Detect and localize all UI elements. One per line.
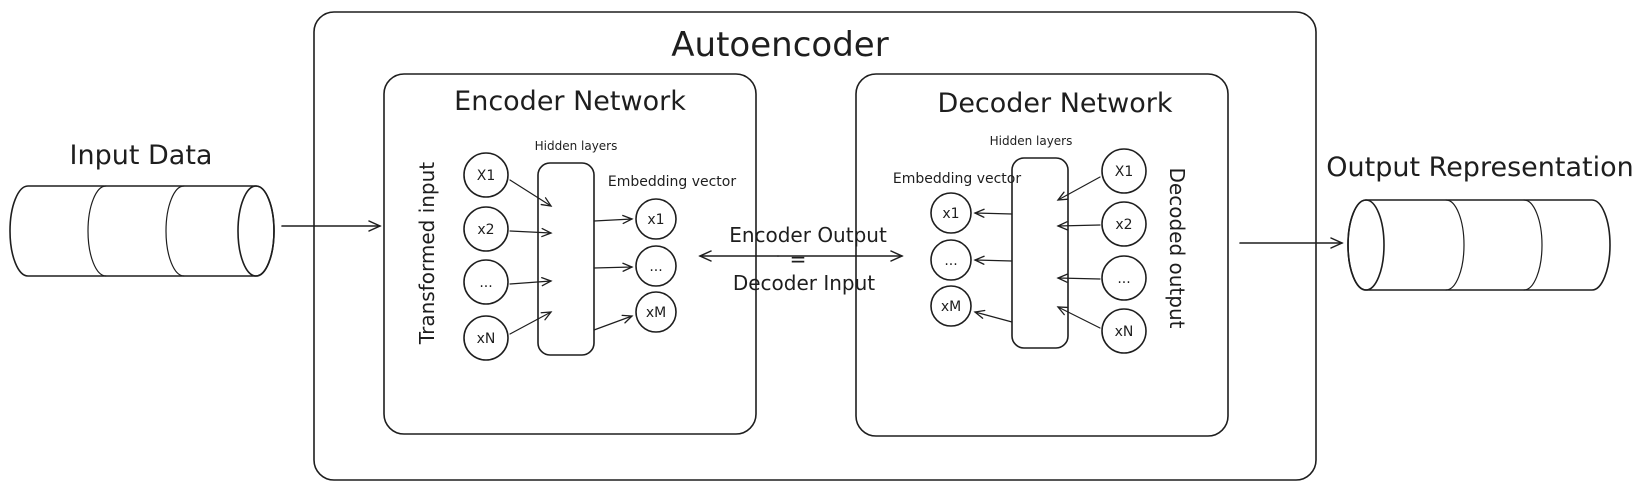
decoder-output-node-label: x2 bbox=[1115, 217, 1132, 233]
encoder-embedding-node: xM bbox=[635, 291, 677, 333]
decoder-embedding-label: Embedding vector bbox=[893, 171, 1022, 187]
decoder-output-node: X1 bbox=[1101, 148, 1147, 194]
decoder-output-arrow bbox=[1056, 273, 1101, 283]
encoder-embedding-arrow bbox=[593, 214, 634, 225]
encoder-input-node: ... bbox=[463, 259, 509, 305]
decoder-output-node-label: ... bbox=[1117, 271, 1130, 287]
decoder-side-label: Decoded output bbox=[1165, 168, 1189, 329]
bridge-line-1: Encoder Output bbox=[729, 223, 887, 247]
encoder-network: Encoder Network Transformed input Hidden… bbox=[383, 73, 757, 435]
encoder-title: Encoder Network bbox=[454, 86, 686, 117]
decoder-embedding-arrow bbox=[973, 255, 1013, 265]
decoder-network: Decoder Network Decoded output Hidden la… bbox=[855, 73, 1229, 437]
decoder-hidden-layer-box bbox=[1011, 157, 1069, 349]
autoencoder-title: Autoencoder bbox=[671, 25, 888, 65]
decoder-panel bbox=[855, 73, 1229, 437]
encoder-input-node-label: ... bbox=[479, 275, 492, 291]
output-cylinder-face bbox=[1347, 199, 1385, 291]
input-cylinder-seam-2 bbox=[165, 185, 185, 277]
output-cylinder-body bbox=[1347, 199, 1611, 291]
decoder-embedding-node-label: x1 bbox=[942, 206, 959, 222]
encoder-input-node-label: xN bbox=[477, 331, 496, 347]
output-cylinder-seam-1 bbox=[1445, 199, 1465, 291]
encoder-input-node-label: x2 bbox=[477, 222, 494, 238]
encoder-input-arrow bbox=[509, 179, 553, 207]
input-cylinder-seam-1 bbox=[87, 185, 107, 277]
encoder-embedding-node-label: ... bbox=[649, 259, 662, 275]
decoder-hidden-label: Hidden layers bbox=[990, 134, 1073, 148]
encoder-embedding-arrow bbox=[593, 314, 634, 331]
bridge-connector: Encoder Output = Decoder Input bbox=[698, 223, 904, 295]
encoder-side-label: Transformed input bbox=[415, 162, 439, 345]
encoder-hidden-label: Hidden layers bbox=[535, 139, 618, 153]
encoder-input-node: X1 bbox=[463, 152, 509, 198]
output-representation-label: Output Representation bbox=[1326, 152, 1633, 183]
autoencoder-container: Autoencoder bbox=[313, 11, 1317, 481]
encoder-embedding-node: ... bbox=[635, 245, 677, 287]
decoder-output-arrow bbox=[1056, 221, 1101, 231]
encoder-embedding-node-label: xM bbox=[646, 305, 666, 321]
bridge-line-2: Decoder Input bbox=[733, 271, 875, 295]
encoder-embedding-node: x1 bbox=[635, 198, 677, 240]
decoder-output-node-label: X1 bbox=[1115, 164, 1134, 180]
encoder-embedding-node-label: x1 bbox=[647, 212, 664, 228]
decoder-output-node: x2 bbox=[1101, 201, 1147, 247]
encoder-embedding-label: Embedding vector bbox=[608, 174, 737, 190]
decoder-output-node-label: xN bbox=[1115, 324, 1134, 340]
decoder-embedding-node-label: ... bbox=[944, 253, 957, 269]
decoder-embedding-arrow bbox=[973, 309, 1013, 323]
bridge-equals: = bbox=[790, 247, 807, 271]
decoder-output-node: ... bbox=[1101, 255, 1147, 301]
decoder-output-arrow bbox=[1056, 176, 1101, 201]
input-cylinder-face bbox=[237, 185, 275, 277]
encoder-input-node: xN bbox=[463, 315, 509, 361]
decoder-embedding-node: ... bbox=[930, 239, 972, 281]
encoder-input-node: x2 bbox=[463, 206, 509, 252]
decoder-output-arrow bbox=[1056, 306, 1101, 329]
decoder-embedding-node: xM bbox=[930, 285, 972, 327]
encoder-embedding-arrow bbox=[593, 262, 634, 272]
encoder-panel bbox=[383, 73, 757, 435]
encoder-input-arrow bbox=[509, 277, 553, 287]
decoder-embedding-arrow bbox=[973, 208, 1013, 218]
encoder-hidden-layer-box bbox=[537, 162, 595, 356]
input-cylinder-body bbox=[9, 185, 275, 277]
input-data-cylinder: Input Data bbox=[9, 140, 275, 277]
autoencoder-frame bbox=[313, 11, 1317, 481]
output-representation-cylinder: Output Representation bbox=[1326, 152, 1634, 291]
decoder-embedding-node: x1 bbox=[930, 192, 972, 234]
input-data-label: Input Data bbox=[70, 140, 213, 171]
decoder-embedding-node-label: xM bbox=[941, 299, 961, 315]
encoder-input-node-label: X1 bbox=[477, 168, 496, 184]
decoder-title: Decoder Network bbox=[938, 88, 1173, 119]
encoder-input-arrow bbox=[509, 311, 553, 335]
decoder-output-node: xN bbox=[1101, 308, 1147, 354]
encoder-input-arrow bbox=[509, 227, 553, 238]
output-cylinder-seam-2 bbox=[1523, 199, 1543, 291]
